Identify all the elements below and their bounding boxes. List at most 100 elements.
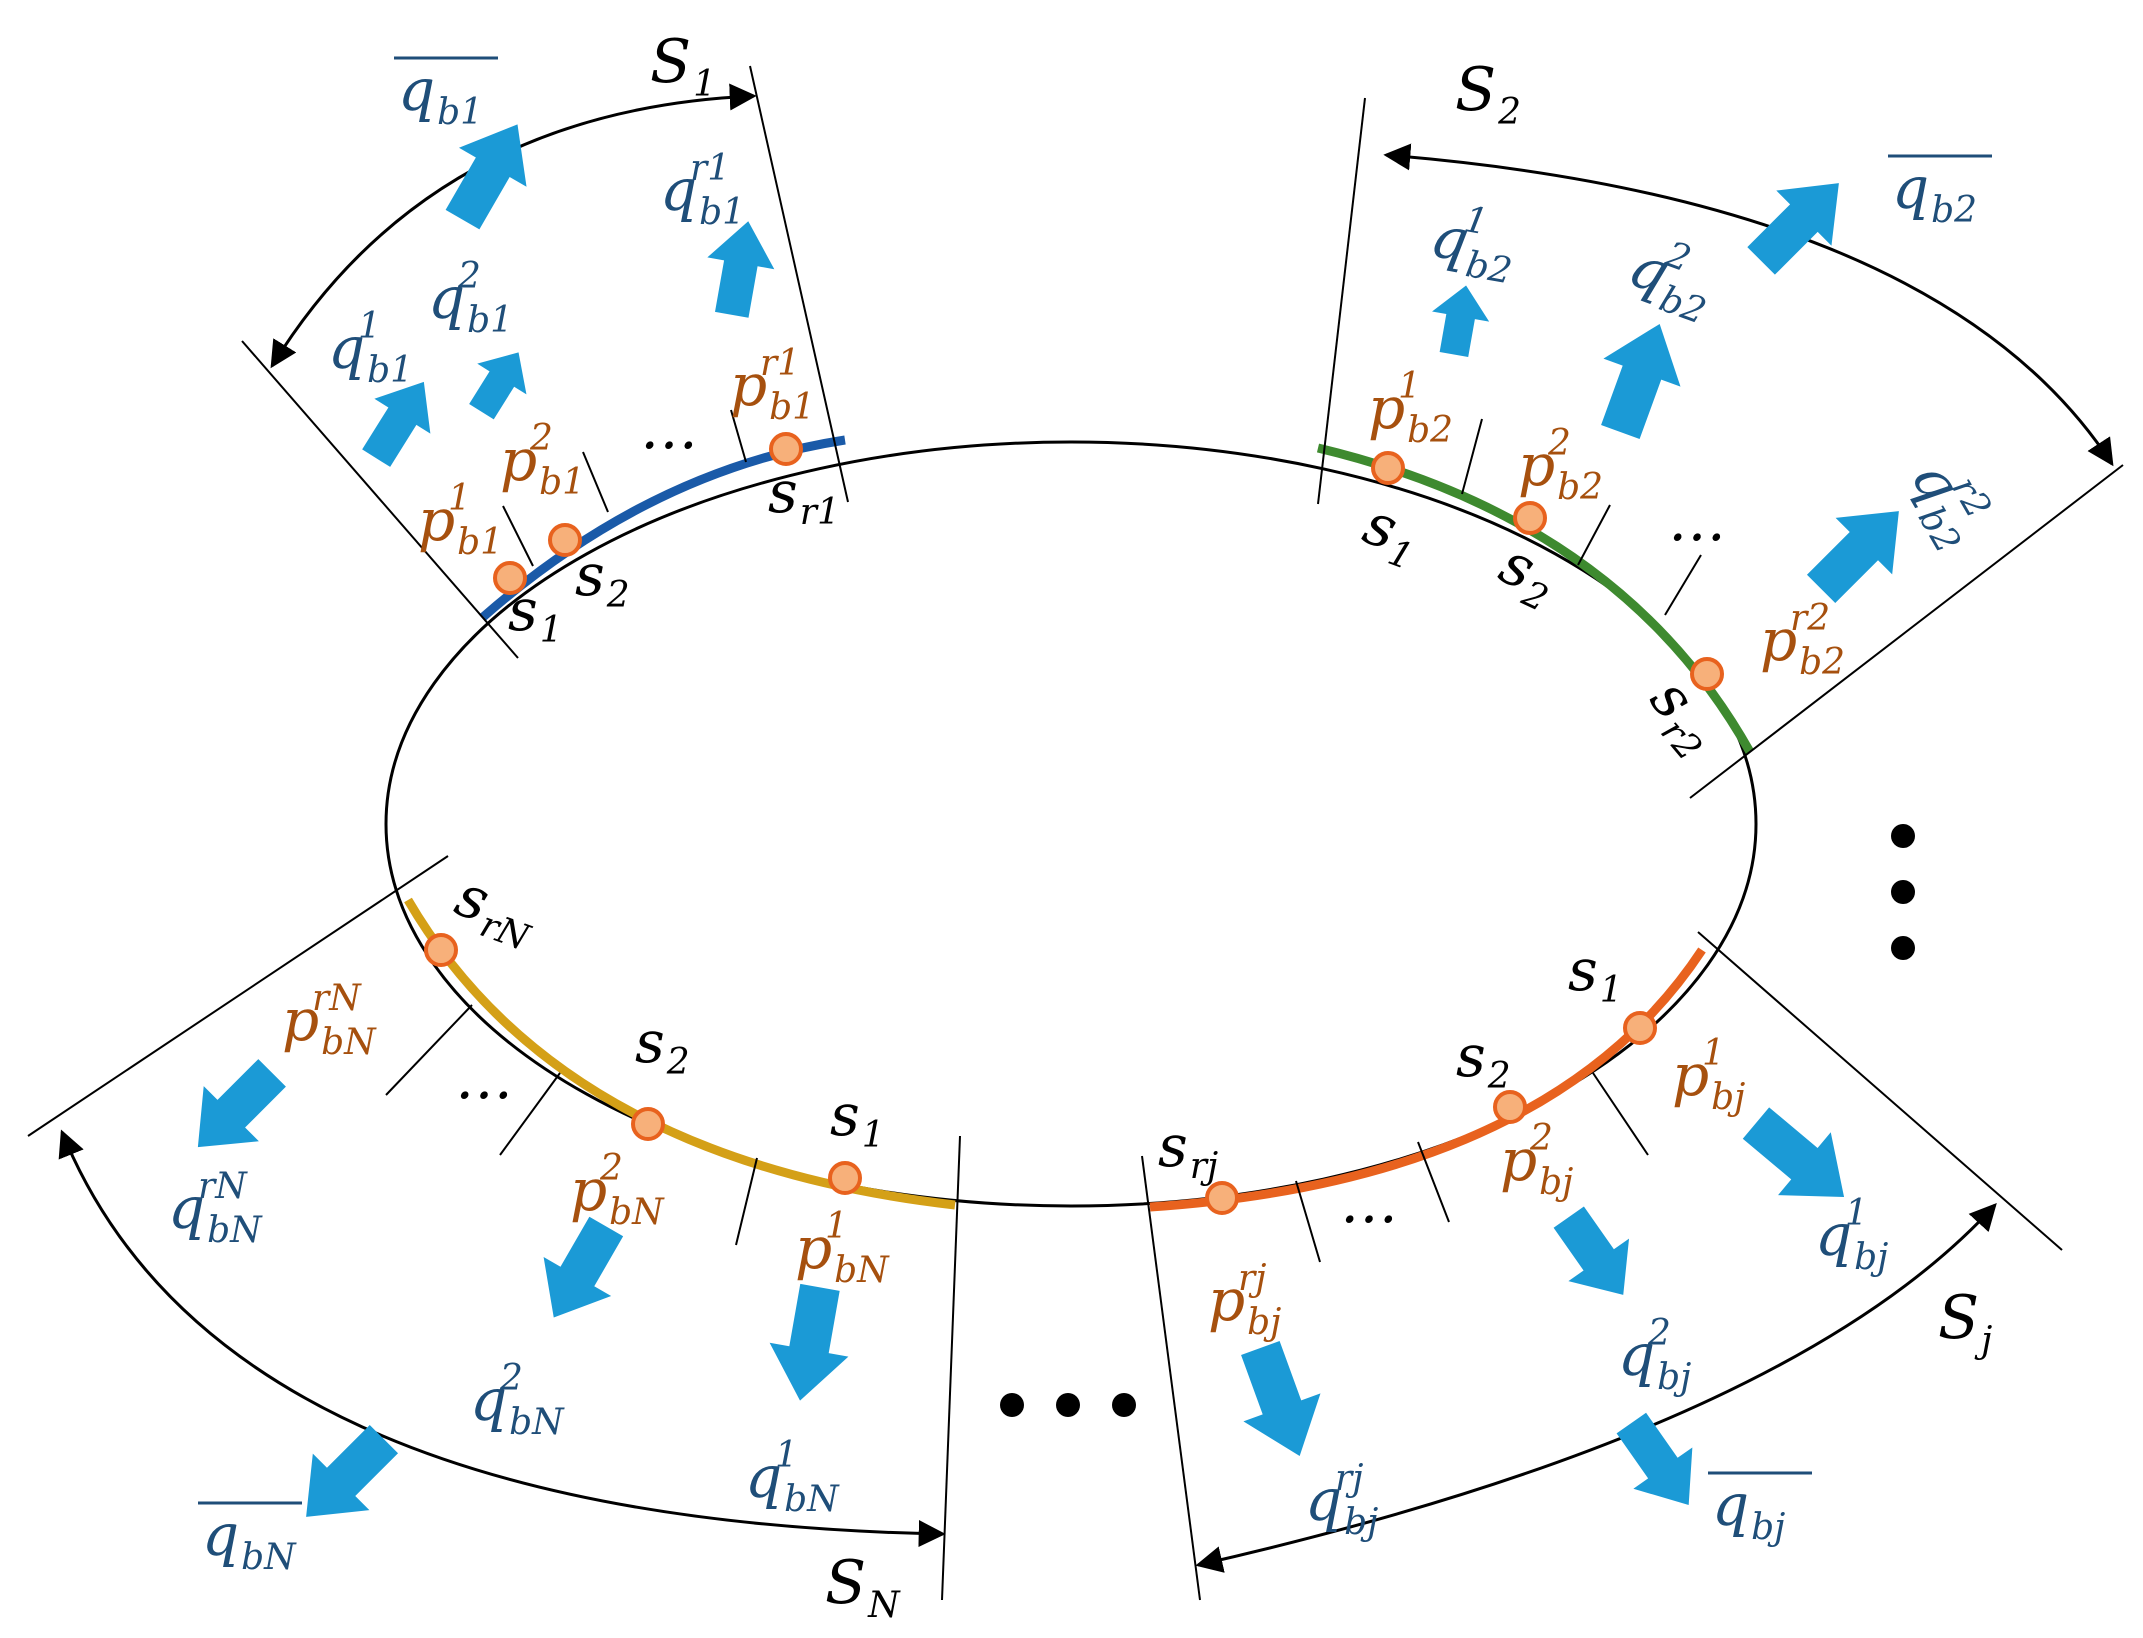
svg-text:1: 1 xyxy=(1702,1033,1725,1074)
flux-arrow-b2-1 xyxy=(1432,285,1490,357)
ellipsis-b2: … xyxy=(1668,486,1726,554)
svg-text:pbN: pbN xyxy=(282,986,377,1063)
svg-text:pb1: pb1 xyxy=(730,351,815,428)
flux-arrow-b1-1 xyxy=(362,381,431,467)
region-label-SN: SN xyxy=(825,1548,901,1626)
svg-text:qbN: qbN xyxy=(745,1443,840,1520)
svg-text:2: 2 xyxy=(1547,423,1571,464)
svg-text:rj: rj xyxy=(1238,1258,1266,1299)
svg-text:pb1: pb1 xyxy=(418,486,503,563)
node-label-bj-srj: srj xyxy=(1158,1112,1218,1187)
svg-text:rj: rj xyxy=(1335,1458,1363,1499)
svg-text:qb1: qb1 xyxy=(398,56,483,133)
flux-arrow-bj-rj xyxy=(1241,1340,1321,1457)
region-divider-lines xyxy=(27,65,2124,1601)
svg-text:pb1: pb1 xyxy=(500,426,585,503)
svg-text:1: 1 xyxy=(1398,366,1421,407)
svg-text:qbN: qbN xyxy=(168,1174,263,1251)
flux-arrow-bN-1 xyxy=(769,1283,849,1401)
svg-text:2: 2 xyxy=(599,1148,623,1189)
flux-arrow-bj-1 xyxy=(1742,1107,1845,1197)
node-label-bN-s1: s1 xyxy=(830,1081,885,1156)
ellipsis-bj: … xyxy=(1340,1168,1398,1236)
segment-j-boundary xyxy=(1149,947,1706,1212)
svg-text:qbj: qbj xyxy=(1815,1201,1888,1278)
flux-arrow-bN-rN xyxy=(197,1059,286,1148)
point-bj-1 xyxy=(1623,1011,1657,1045)
point-b2-1 xyxy=(1371,451,1405,485)
svg-text:pbj: pbj xyxy=(1672,1041,1745,1118)
svg-text:pb2: pb2 xyxy=(1760,606,1845,683)
svg-text:1: 1 xyxy=(448,478,471,519)
svg-text:1: 1 xyxy=(1845,1193,1868,1234)
sample-points-group xyxy=(424,432,1724,1215)
svg-text:pb2: pb2 xyxy=(1518,431,1603,508)
point-b1-2 xyxy=(548,523,582,557)
flux-arrow-b2-r2 xyxy=(1806,511,1899,604)
svg-text:qbN: qbN xyxy=(470,1366,565,1443)
flux-label-b1-avg: qb1 xyxy=(394,56,498,133)
svg-text:pbN: pbN xyxy=(795,1214,890,1291)
flux-label-bN-avg: qbN xyxy=(198,1501,302,1578)
flux-arrow-b2-2 xyxy=(1601,323,1681,440)
node-label-bj-s2: s2 xyxy=(1456,1022,1511,1097)
svg-text:rN: rN xyxy=(312,978,362,1019)
flux-arrow-b1-r1 xyxy=(707,221,775,318)
svg-text:2: 2 xyxy=(1647,1313,1671,1354)
svg-text:pbj: pbj xyxy=(1208,1266,1281,1343)
svg-text:qbj: qbj xyxy=(1712,1471,1785,1548)
point-bN-rN xyxy=(424,933,458,967)
node-label-bN-s2: s2 xyxy=(635,1008,690,1083)
node-label-bN-srN: srN xyxy=(445,861,548,960)
point-bj-rj xyxy=(1205,1181,1239,1215)
svg-text:qbj: qbj xyxy=(1618,1321,1691,1398)
ellipsis-dots xyxy=(1000,824,1915,1417)
region-label-Sj: Sj xyxy=(1938,1283,1992,1361)
svg-text:r2: r2 xyxy=(1790,598,1830,639)
flux-arrow-b2-avg xyxy=(1747,183,1839,275)
point-b1-r1 xyxy=(769,432,803,466)
point-b1-1 xyxy=(493,561,527,595)
flux-arrow-bj-avg xyxy=(1616,1412,1693,1505)
region-label-S1: S1 xyxy=(650,27,716,105)
flux-arrows-group xyxy=(197,124,1899,1517)
flux-arrow-bN-2 xyxy=(543,1216,624,1318)
point-bN-1 xyxy=(828,1161,862,1195)
svg-text:1: 1 xyxy=(825,1206,848,1247)
svg-text:2: 2 xyxy=(457,256,481,297)
svg-text:r1: r1 xyxy=(760,343,800,384)
svg-text:1: 1 xyxy=(358,306,381,347)
svg-text:2: 2 xyxy=(499,1358,523,1399)
svg-text:qbj: qbj xyxy=(1305,1466,1378,1543)
flux-arrow-bN-avg xyxy=(306,1424,399,1517)
node-label-b1-sr1: sr1 xyxy=(768,458,840,533)
point-b2-2 xyxy=(1513,501,1547,535)
svg-text:rN: rN xyxy=(198,1166,248,1207)
flux-arrow-b1-2 xyxy=(469,352,527,420)
svg-text:qb1: qb1 xyxy=(328,314,413,391)
svg-text:pbN: pbN xyxy=(570,1156,665,1233)
flux-arrow-b1-avg xyxy=(445,124,527,230)
point-bj-2 xyxy=(1493,1090,1527,1124)
node-label-b1-s2: s2 xyxy=(575,541,630,616)
